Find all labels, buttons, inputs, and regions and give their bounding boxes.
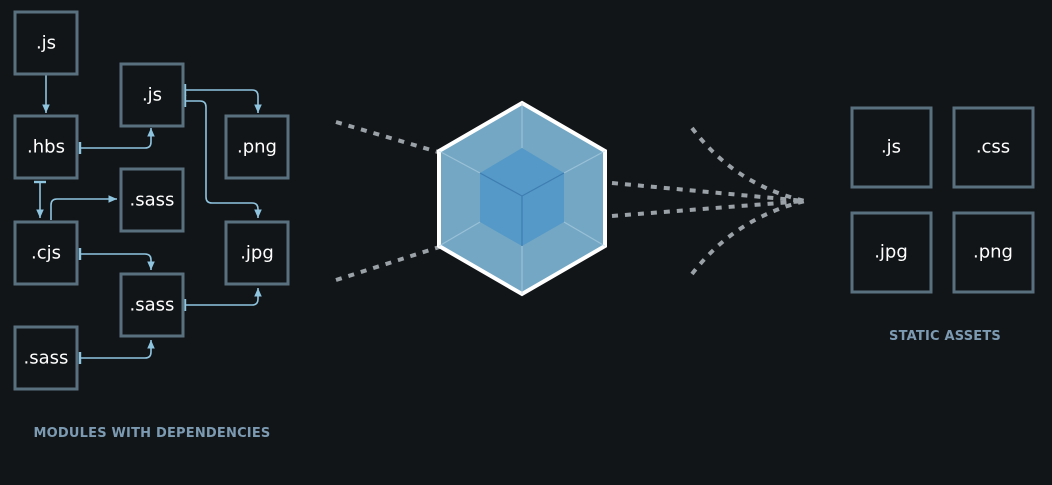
dotted-line-out-upper [611,181,806,203]
connector-hbs-to-js [78,127,155,154]
asset-label: .css [976,137,1010,158]
connector-cjs-to-sass [50,195,117,220]
module-box: .js [119,62,185,128]
module-connectors [34,75,262,364]
asset-label: .js [881,137,901,158]
module-label: .cjs [31,243,61,264]
module-label: .sass [130,295,175,316]
dotted-line-in-bottom [335,240,456,282]
module-label: .hbs [27,137,65,158]
module-box: .cjs [13,220,79,286]
module-label: .js [36,33,56,54]
connector-sass-to-jpg [183,288,262,311]
asset-box: .png [952,211,1035,294]
module-label: .png [237,137,277,158]
module-box: .png [224,114,290,180]
dotted-curve-bottom [690,199,806,276]
outbound-dotted-lines [611,126,806,276]
asset-label: .jpg [874,242,908,263]
asset-box: .jpg [850,211,933,294]
connector-sass-to-sass [78,340,155,364]
connector-cjs-to-sass-2 [78,248,155,270]
dotted-line-out-lower [611,199,806,218]
module-label: .js [142,85,162,106]
module-label: .sass [24,348,69,369]
connector-js-to-jpg [183,95,262,218]
module-box: .js [13,10,79,76]
module-box: .sass [119,272,185,338]
module-label: .sass [130,190,175,211]
webpack-cube-icon [437,100,607,297]
module-box: .hbs [13,114,79,180]
asset-label: .png [973,242,1013,263]
module-box: .jpg [224,220,290,286]
asset-box: .js [850,106,933,189]
modules-caption: MODULES WITH DEPENDENCIES [34,426,271,441]
module-box: .sass [13,325,79,391]
module-label: .jpg [240,243,274,264]
inbound-dotted-lines [335,120,456,282]
module-box: .sass [119,167,185,233]
asset-box: .css [952,106,1035,189]
dotted-curve-top [690,126,806,203]
assets-caption: STATIC ASSETS [889,329,1001,344]
